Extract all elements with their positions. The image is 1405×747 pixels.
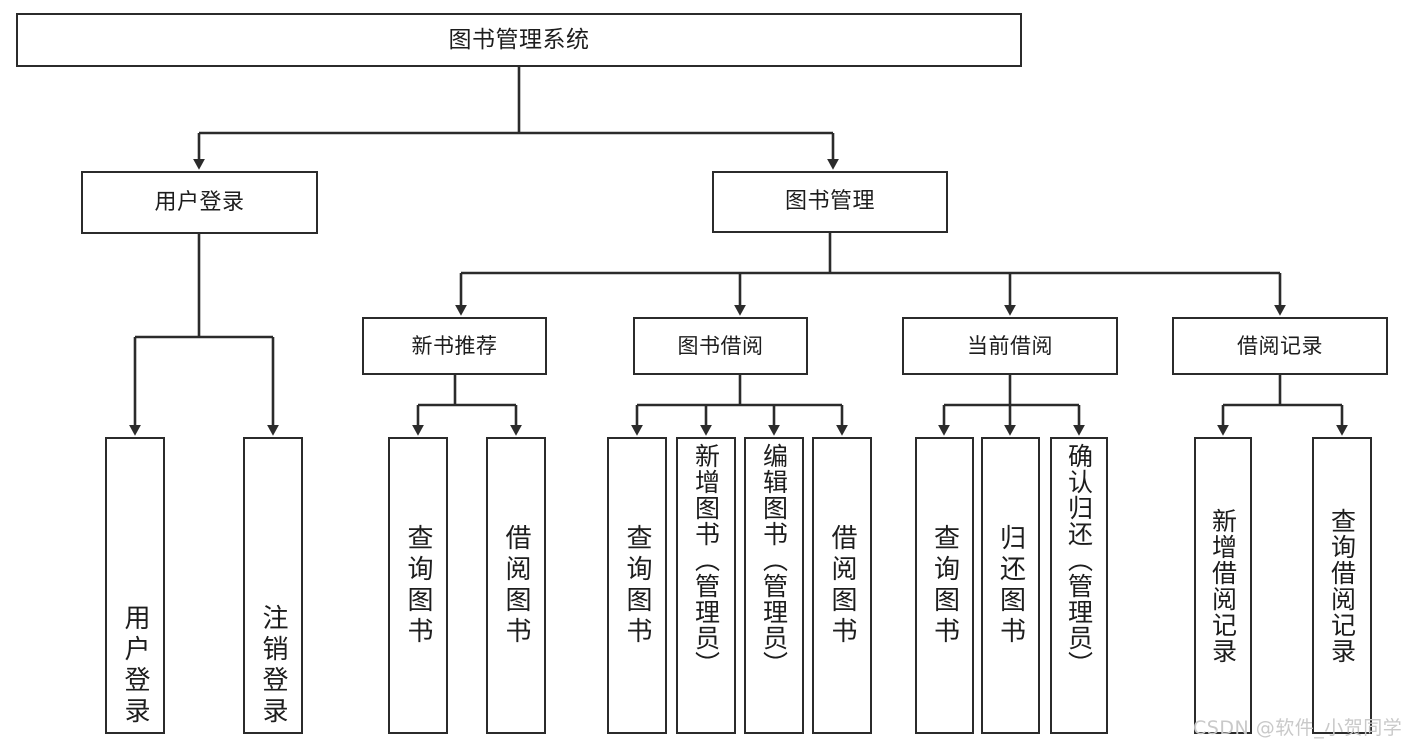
node-book-manage[interactable]: 图书管理: [712, 171, 948, 233]
leaf-query-book-3[interactable]: 查询图书: [915, 437, 974, 734]
node-current-borrow-label: 当前借阅: [967, 333, 1053, 358]
node-borrow-record-label: 借阅记录: [1237, 333, 1323, 358]
leaf-query-book-2[interactable]: 查询图书: [607, 437, 667, 734]
leaf-borrow-book-1-label: 借阅图书: [501, 523, 531, 648]
node-current-borrow[interactable]: 当前借阅: [902, 317, 1118, 375]
node-book-manage-label: 图书管理: [784, 189, 875, 215]
leaf-return-book-label: 归还图书: [995, 523, 1026, 648]
node-new-book-recommend-label: 新书推荐: [411, 333, 498, 358]
leaf-add-record[interactable]: 新增借阅记录: [1194, 437, 1252, 734]
leaf-edit-book[interactable]: 编辑图书（管理员）: [744, 437, 804, 734]
leaf-user-login[interactable]: 用户登录: [105, 437, 165, 734]
node-new-book-recommend[interactable]: 新书推荐: [362, 317, 547, 375]
leaf-query-record[interactable]: 查询借阅记录: [1312, 437, 1372, 734]
leaf-return-book[interactable]: 归还图书: [981, 437, 1040, 734]
leaf-query-book-2-label: 查询图书: [622, 523, 652, 648]
leaf-add-book[interactable]: 新增图书（管理员）: [676, 437, 736, 734]
node-root[interactable]: 图书管理系统: [16, 13, 1022, 67]
leaf-borrow-book-2[interactable]: 借阅图书: [812, 437, 872, 734]
leaf-query-book-1[interactable]: 查询图书: [388, 437, 448, 734]
node-user-login-label: 用户登录: [154, 189, 245, 215]
leaf-logout[interactable]: 注销登录: [243, 437, 303, 734]
leaf-confirm-return-label: 确认归还（管理员）: [1064, 443, 1094, 677]
leaf-borrow-book-1[interactable]: 借阅图书: [486, 437, 546, 734]
leaf-query-book-3-label: 查询图书: [929, 523, 960, 648]
node-book-borrow[interactable]: 图书借阅: [633, 317, 808, 375]
leaf-query-record-label: 查询借阅记录: [1327, 507, 1357, 664]
leaf-add-book-label: 新增图书（管理员）: [691, 443, 721, 677]
leaf-query-book-1-label: 查询图书: [403, 523, 433, 648]
leaf-edit-book-label: 编辑图书（管理员）: [759, 443, 789, 677]
leaf-borrow-book-2-label: 借阅图书: [827, 523, 857, 648]
node-root-label: 图书管理系统: [448, 26, 590, 53]
node-book-borrow-label: 图书借阅: [677, 333, 764, 358]
leaf-logout-label: 注销登录: [258, 604, 288, 728]
node-user-login[interactable]: 用户登录: [81, 171, 318, 234]
node-borrow-record[interactable]: 借阅记录: [1172, 317, 1388, 375]
leaf-add-record-label: 新增借阅记录: [1208, 507, 1238, 664]
leaf-confirm-return[interactable]: 确认归还（管理员）: [1050, 437, 1108, 734]
leaf-user-login-label: 用户登录: [120, 604, 150, 728]
